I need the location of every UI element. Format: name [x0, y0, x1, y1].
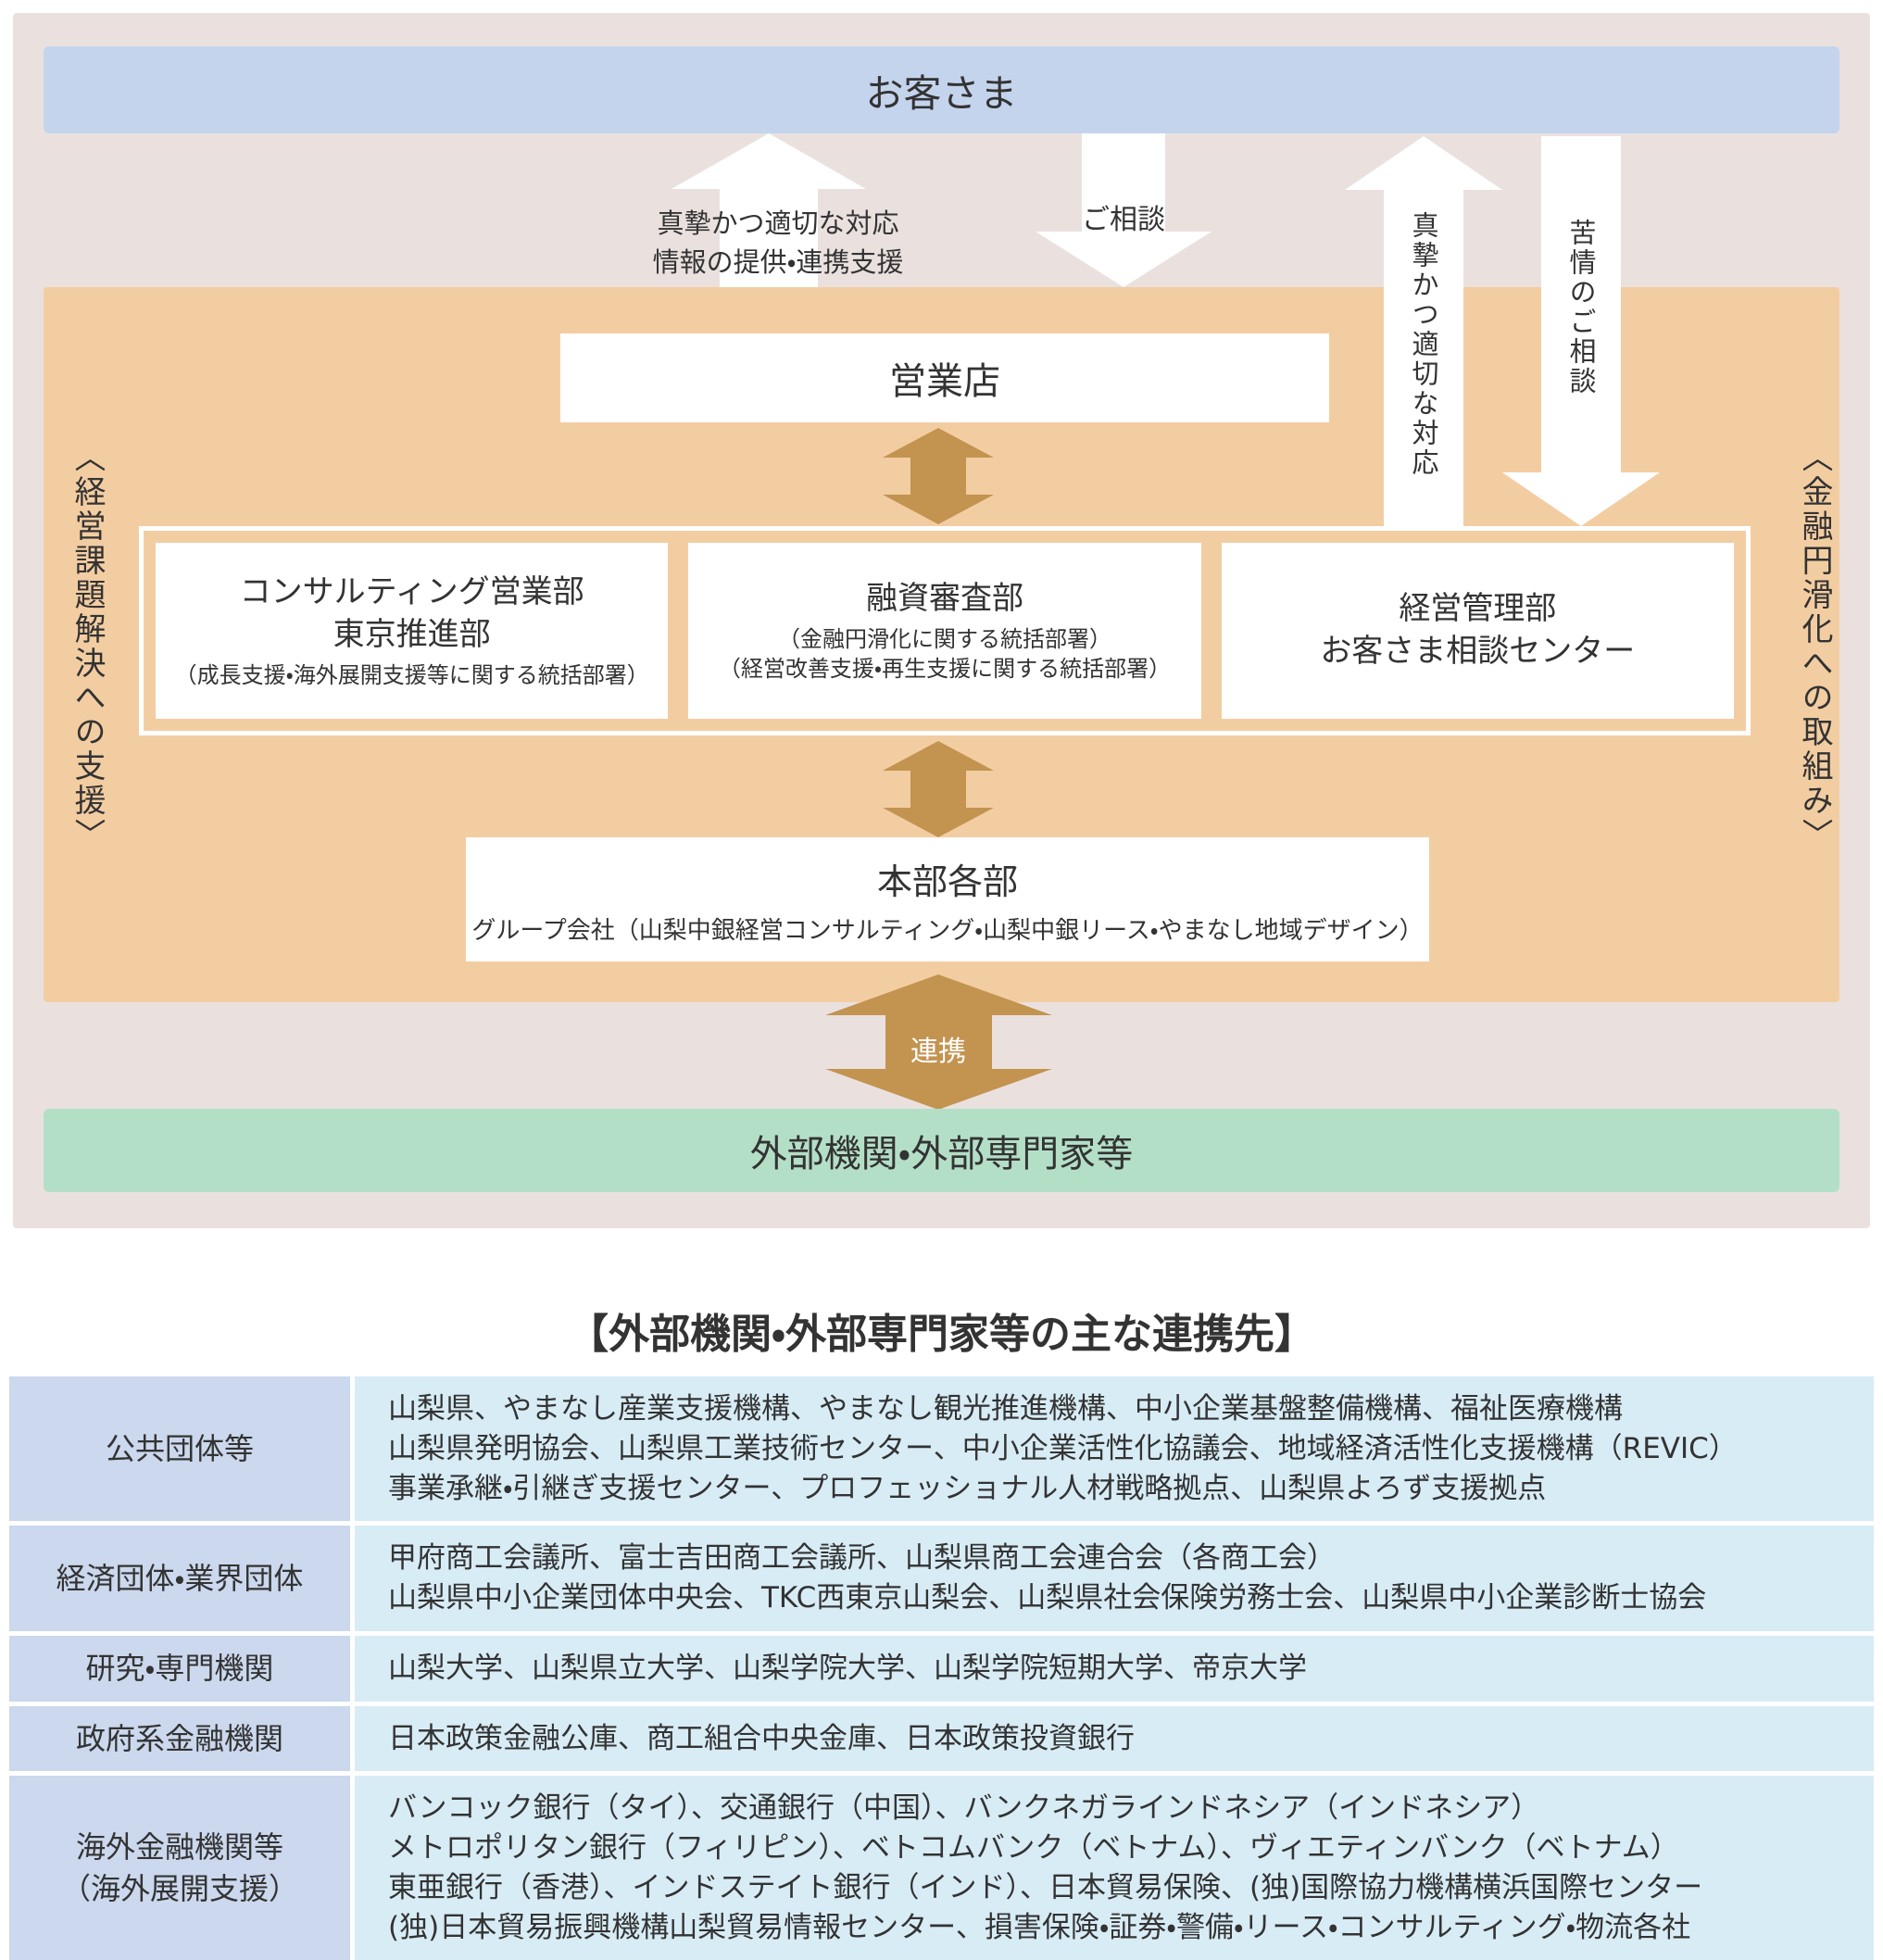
down-arrow-consultation-icon [1036, 133, 1211, 287]
category-line: 海外金融機関等 [75, 1829, 283, 1866]
dept-management-name-line1: 経営管理部 [1399, 590, 1557, 628]
headquarters-subtitle: グループ会社（山梨中銀経営コンサルティング・山梨中銀リース・やまなし地域デザイン… [471, 917, 1424, 945]
consultation-caption: ご相談 [1082, 204, 1165, 236]
sales-branch-box: 営業店 [560, 333, 1329, 422]
double-arrow-collaboration-icon [825, 974, 1052, 1110]
category-line: 経済団体・業界団体 [56, 1560, 304, 1596]
content-cell: 山梨大学、山梨県立大学、山梨学院大学、山梨学院短期大学、帝京大学 [355, 1635, 1874, 1702]
sincere-response-caption: 真摯かつ適切な対応 情報の提供・連携支援 [565, 204, 991, 282]
content-line: 日本政策金融公庫、商工組合中央金庫、日本政策投資銀行 [388, 1721, 1135, 1755]
double-arrow-branch-departments-icon [883, 428, 994, 524]
sincere-response-caption-line1: 真摯かつ適切な対応 [657, 207, 899, 239]
table-row: 研究・専門機関 山梨大学、山梨県立大学、山梨学院大学、山梨学院短期大学、帝京大学 [9, 1635, 1874, 1702]
category-cell: 政府系金融機関 [9, 1705, 350, 1772]
up-arrow-sincere-response-icon [1345, 136, 1502, 526]
dept-consulting-name-line2: 東京推進部 [333, 615, 491, 653]
table-row: 政府系金融機関 日本政策金融公庫、商工組合中央金庫、日本政策投資銀行 [9, 1705, 1874, 1772]
partners-table: 公共団体等 山梨県、やまなし産業支援機構、やまなし観光推進機構、中小企業基盤整備… [9, 1376, 1874, 1960]
headquarters-box: 本部各部 グループ会社（山梨中銀経営コンサルティング・山梨中銀リース・やまなし地… [466, 837, 1429, 961]
down-arrow-complaint-icon [1502, 136, 1660, 526]
up-arrow-response-icon [672, 133, 866, 287]
support-structure-diagram: お客さま 〈経営課題解決への支援〉 〈金融円滑化への取組み〉 真摯かつ適切な対応… [13, 13, 1870, 1228]
content-line: 山梨県、やまなし産業支援機構、やまなし観光推進機構、中小企業基盤整備機構、福祉医… [388, 1392, 1623, 1426]
content-cell: バンコック銀行（タイ）、交通銀行（中国）、バンクネガラインドネシア（インドネシア… [355, 1776, 1874, 1960]
dept-consulting-box: コンサルティング営業部 東京推進部 （成長支援・海外展開支援等に関する統括部署） [156, 543, 669, 719]
customers-banner-label: お客さま [865, 71, 1018, 116]
dept-loan-name: 融資審査部 [865, 579, 1023, 617]
content-line: メトロポリタン銀行（フィリピン）、ベトコムバンク（ベトナム）、ヴィエティンバンク… [388, 1831, 1679, 1866]
content-line: 事業承継・引継ぎ支援センター、プロフェッショナル人材戦略拠点、山梨県よろず支援拠… [388, 1471, 1547, 1505]
content-cell: 山梨県、やまなし産業支援機構、やまなし観光推進機構、中小企業基盤整備機構、福祉医… [355, 1376, 1874, 1522]
headquarters-title: 本部各部 [876, 861, 1018, 902]
category-line: 政府系金融機関 [75, 1720, 283, 1756]
content-cell: 日本政策金融公庫、商工組合中央金庫、日本政策投資銀行 [355, 1705, 1874, 1772]
departments-container: コンサルティング営業部 東京推進部 （成長支援・海外展開支援等に関する統括部署）… [139, 526, 1751, 735]
category-cell: 公共団体等 [9, 1376, 350, 1522]
complaint-vertical-caption: 苦情のご相談 [1565, 219, 1597, 396]
content-line: (独)日本貿易振興機構山梨貿易情報センター、損害保険・証券・警備・リース・コンサ… [388, 1910, 1691, 1944]
sales-branch-label: 営業店 [889, 360, 1000, 403]
double-arrow-departments-hq-icon [883, 741, 994, 837]
table-row: 海外金融機関等 （海外展開支援） バンコック銀行（タイ）、交通銀行（中国）、バンク… [9, 1776, 1874, 1960]
dept-loan-screening-box: 融資審査部 （金融円滑化に関する統括部署） （経営改善支援・再生支援に関する統括… [688, 543, 1201, 719]
category-line: 公共団体等 [105, 1430, 254, 1466]
dept-consulting-name-line1: コンサルティング営業部 [239, 572, 584, 610]
category-cell: 経済団体・業界団体 [9, 1526, 350, 1631]
dept-consulting-note: （成長支援・海外展開支援等に関する統括部署） [174, 661, 649, 688]
external-organizations-banner: 外部機関・外部専門家等 [44, 1109, 1839, 1192]
partners-title: 【外部機関・外部専門家等の主な連携先】 [568, 1311, 1315, 1358]
category-line: 研究・専門機関 [85, 1650, 274, 1686]
dept-loan-note2: （経営改善支援・再生支援に関する統括部署） [718, 655, 1172, 682]
content-line: 東亜銀行（香港）、インドステイト銀行（インド）、日本貿易保険、(独)国際協力機構… [388, 1870, 1703, 1904]
dept-management-name-line2: お客さま相談センター [1320, 633, 1636, 670]
content-cell: 甲府商工会議所、富士吉田商工会議所、山梨県商工会連合会（各商工会） 山梨県中小企業… [355, 1526, 1874, 1631]
external-organizations-label: 外部機関・外部専門家等 [749, 1133, 1134, 1175]
table-row: 公共団体等 山梨県、やまなし産業支援機構、やまなし観光推進機構、中小企業基盤整備… [9, 1376, 1874, 1522]
content-line: 甲府商工会議所、富士吉田商工会議所、山梨県商工会連合会（各商工会） [388, 1541, 1336, 1576]
collaboration-label: 連携 [910, 1036, 966, 1068]
category-line: （海外展開支援） [60, 1870, 298, 1906]
customers-banner: お客さま [44, 46, 1839, 133]
dept-loan-note1: （金融円滑化に関する統括部署） [777, 625, 1111, 652]
sincere-response-vertical-caption: 真摯かつ適切な対応 [1408, 211, 1439, 478]
category-cell: 研究・専門機関 [9, 1635, 350, 1702]
category-cell: 海外金融機関等 （海外展開支援） [9, 1776, 350, 1960]
side-label-management-support: 〈経営課題解決への支援〉 [69, 441, 106, 852]
content-line: 山梨県発明協会、山梨県工業技術センター、中小企業活性化協議会、地域経済活性化支援… [388, 1431, 1738, 1465]
side-label-financial-facilitation: 〈金融円滑化への取組み〉 [1796, 441, 1833, 852]
sincere-response-caption-line2: 情報の提供・連携支援 [652, 246, 904, 279]
table-row: 経済団体・業界団体 甲府商工会議所、富士吉田商工会議所、山梨県商工会連合会（各商… [9, 1526, 1874, 1631]
content-line: 山梨大学、山梨県立大学、山梨学院大学、山梨学院短期大学、帝京大学 [388, 1651, 1307, 1685]
content-line: バンコック銀行（タイ）、交通銀行（中国）、バンクネガラインドネシア（インドネシア… [388, 1791, 1540, 1826]
content-line: 山梨県中小企業団体中央会、TKC西東京山梨会、山梨県社会保険労務士会、山梨県中小… [388, 1581, 1707, 1615]
dept-management-box: 経営管理部 お客さま相談センター [1221, 543, 1734, 719]
